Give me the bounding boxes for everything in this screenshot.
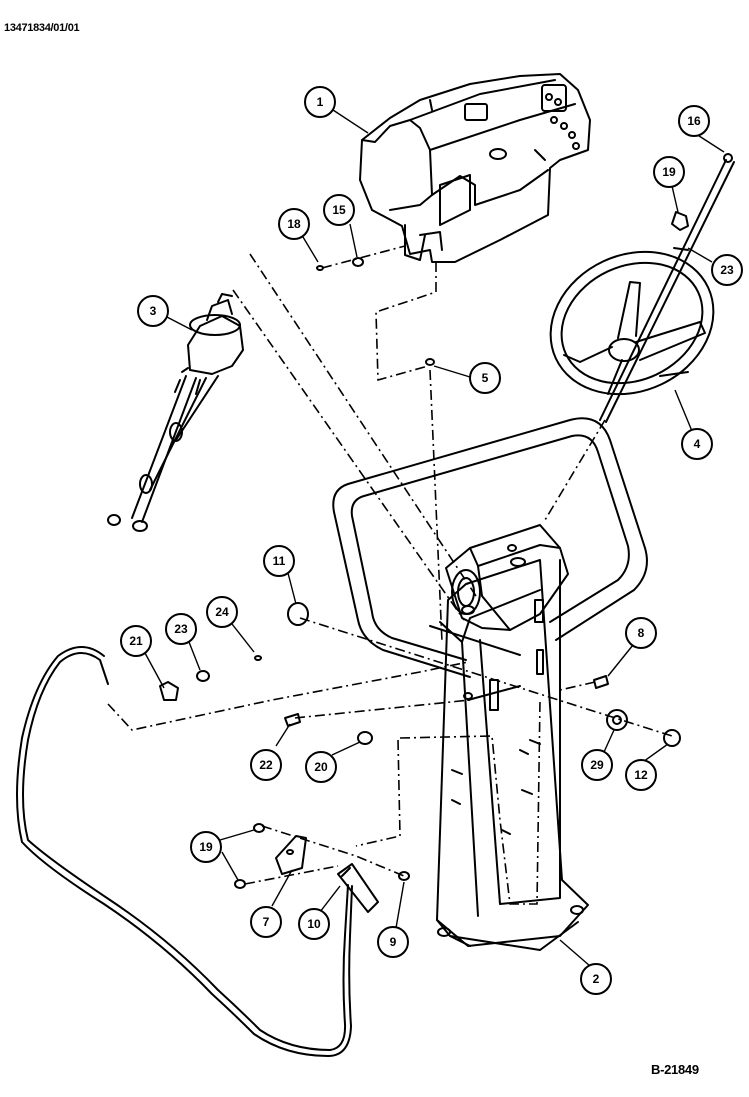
callout-19-top: 19 xyxy=(653,156,685,188)
svg-text:19: 19 xyxy=(662,165,676,179)
callout-29: 29 xyxy=(581,749,613,781)
callout-23-top: 23 xyxy=(711,254,743,286)
svg-text:1: 1 xyxy=(317,95,324,109)
callout-9: 9 xyxy=(377,926,409,958)
callout-11: 11 xyxy=(263,545,295,577)
callout-2: 2 xyxy=(580,963,612,995)
callout-4: 4 xyxy=(681,428,713,460)
svg-text:11: 11 xyxy=(273,554,286,568)
svg-text:9: 9 xyxy=(390,935,397,949)
washer-part-15 xyxy=(352,257,364,267)
steering-shaft-fasteners xyxy=(599,153,735,423)
svg-text:3: 3 xyxy=(150,304,157,318)
callout-19-bottom: 19 xyxy=(190,831,222,863)
callout-23-left: 23 xyxy=(165,613,197,645)
svg-text:8: 8 xyxy=(638,626,645,640)
callout-21: 21 xyxy=(120,625,152,657)
nut-part-12 xyxy=(663,729,681,747)
electrical-cable xyxy=(22,652,349,1051)
svg-text:20: 20 xyxy=(314,760,328,774)
steering-wheel-part xyxy=(549,250,715,396)
svg-text:15: 15 xyxy=(332,203,346,217)
svg-text:29: 29 xyxy=(590,758,604,772)
svg-text:23: 23 xyxy=(174,622,188,636)
switch-part-10 xyxy=(337,863,379,913)
svg-text:2: 2 xyxy=(593,972,600,986)
callout-balloons: 1 15 18 3 5 16 19 23 4 11 21 23 24 8 22 … xyxy=(120,86,743,995)
screw-part-9 xyxy=(398,871,410,881)
svg-text:21: 21 xyxy=(129,634,143,648)
svg-text:10: 10 xyxy=(307,917,321,931)
instrument-panel-part xyxy=(359,73,591,263)
steering-unit-part xyxy=(107,293,244,532)
svg-text:23: 23 xyxy=(720,263,734,277)
drawing-part-number: 13471834/01/01 xyxy=(4,22,80,34)
svg-text:5: 5 xyxy=(482,371,489,385)
callout-22: 22 xyxy=(250,749,282,781)
svg-text:22: 22 xyxy=(259,758,273,772)
callout-16: 16 xyxy=(678,105,710,137)
bracket-switch-assembly xyxy=(16,646,410,1057)
drawing-figure-number: B-21849 xyxy=(651,1062,699,1077)
cap-part-11 xyxy=(287,602,309,626)
svg-text:24: 24 xyxy=(215,605,229,619)
svg-text:18: 18 xyxy=(287,217,301,231)
column-head-part xyxy=(445,524,569,631)
bushing-part-21 xyxy=(159,681,179,701)
bolt-part-8 xyxy=(593,675,609,689)
bracket-part-7 xyxy=(275,835,307,875)
callout-5: 5 xyxy=(469,362,501,394)
callout-15: 15 xyxy=(323,194,355,226)
callout-20: 20 xyxy=(305,751,337,783)
callout-1: 1 xyxy=(304,86,336,118)
svg-text:7: 7 xyxy=(263,915,270,929)
washer-part-29 xyxy=(606,709,628,731)
svg-text:4: 4 xyxy=(694,437,701,451)
callout-18: 18 xyxy=(278,208,310,240)
steering-column-part xyxy=(436,559,589,951)
nut-part-19b xyxy=(253,823,265,833)
callout-3: 3 xyxy=(137,295,169,327)
screw-part-24 xyxy=(254,655,262,661)
callout-8: 8 xyxy=(625,617,657,649)
svg-text:12: 12 xyxy=(634,768,648,782)
svg-text:19: 19 xyxy=(199,840,213,854)
svg-text:16: 16 xyxy=(687,114,701,128)
bolt-part-22 xyxy=(284,713,301,727)
callout-10: 10 xyxy=(298,908,330,940)
leader-lines xyxy=(144,109,725,967)
washer-part-23 xyxy=(196,670,210,682)
callout-7: 7 xyxy=(250,906,282,938)
callout-24: 24 xyxy=(206,596,238,628)
callout-12: 12 xyxy=(625,759,657,791)
rops-frame-part xyxy=(332,417,648,678)
assembly-centerlines xyxy=(107,245,673,905)
spacer-part-20 xyxy=(357,731,373,745)
nut-part-5 xyxy=(425,358,435,366)
